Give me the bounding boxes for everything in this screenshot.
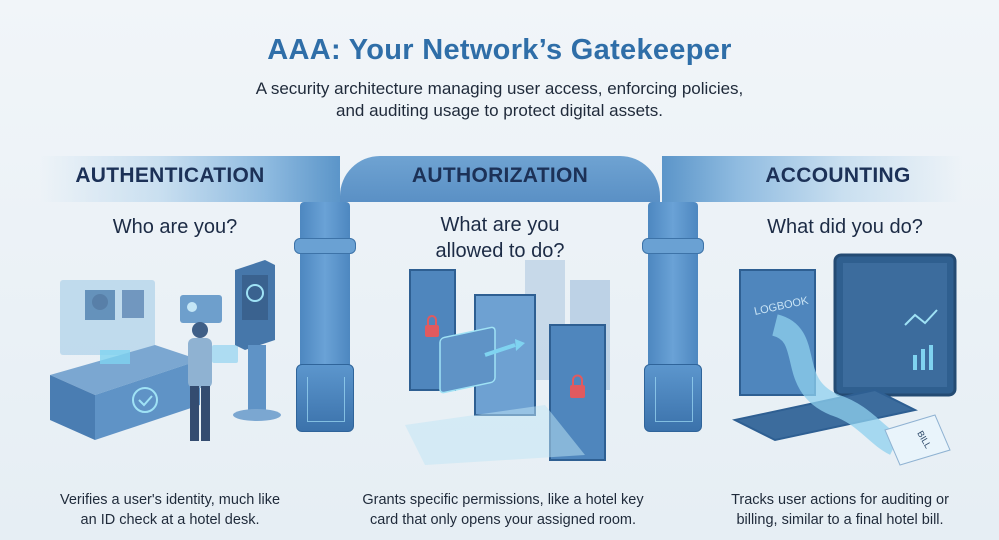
description-line-2: card that only opens your assigned room. (370, 512, 636, 528)
authorization-label: AUTHORIZATION (411, 164, 589, 187)
question-line-2: allowed to do? (435, 240, 565, 262)
lock-icon (425, 325, 439, 337)
authorization-description: Grants specific permissions, like a hote… (338, 490, 668, 530)
subtitle-line-1: A security architecture managing user ac… (255, 79, 744, 98)
arrow-icon (515, 339, 525, 351)
description-line-1: Tracks user actions for auditing or (731, 492, 949, 508)
description-line-2: billing, similar to a final hotel bill. (736, 512, 944, 528)
pillar-left (294, 202, 356, 432)
door-2-open (474, 294, 536, 416)
key-card-icon (439, 326, 496, 394)
authorization-ribbon (340, 156, 660, 202)
lock-icon (570, 385, 585, 398)
logbook-illustration: LOGBOOK BILL (732, 253, 957, 466)
accounting-label: ACCOUNTING (765, 164, 911, 187)
subtitle-line-2: and auditing usage to protect digital as… (336, 101, 663, 120)
description-line-1: Grants specific permissions, like a hote… (362, 492, 644, 508)
circuit-base (644, 364, 702, 432)
receipt-scroll (771, 314, 901, 455)
page-subtitle: A security architecture managing user ac… (0, 78, 999, 122)
authentication-description: Verifies a user's identity, much like an… (20, 490, 320, 530)
authentication-label: AUTHENTICATION (75, 164, 265, 187)
authorization-question: What are you allowed to do? (400, 212, 600, 264)
question-line-1: What are you (440, 214, 560, 236)
hotel-desk-illustration (50, 260, 281, 441)
bill (884, 414, 951, 466)
doors-illustration (405, 260, 610, 465)
fingerprint-icon (122, 290, 144, 318)
checkmark-icon (132, 387, 158, 413)
authentication-ribbon (40, 156, 340, 202)
pillar-collar (294, 238, 356, 254)
page-title: AAA: Your Network’s Gatekeeper (267, 34, 732, 66)
accounting-question: What did you do? (767, 216, 923, 238)
person-head (192, 322, 208, 338)
pillar-right (642, 202, 704, 432)
pillar-collar (642, 238, 704, 254)
circuit-base (296, 364, 354, 432)
accounting-ribbon (662, 156, 962, 202)
description-line-2: an ID check at a hotel desk. (80, 512, 260, 528)
accounting-description: Tracks user actions for auditing or bill… (690, 490, 990, 530)
description-line-1: Verifies a user's identity, much like (59, 492, 281, 508)
authentication-question: Who are you? (112, 216, 238, 238)
id-card-icon (180, 295, 222, 323)
chart-icon (904, 309, 938, 326)
